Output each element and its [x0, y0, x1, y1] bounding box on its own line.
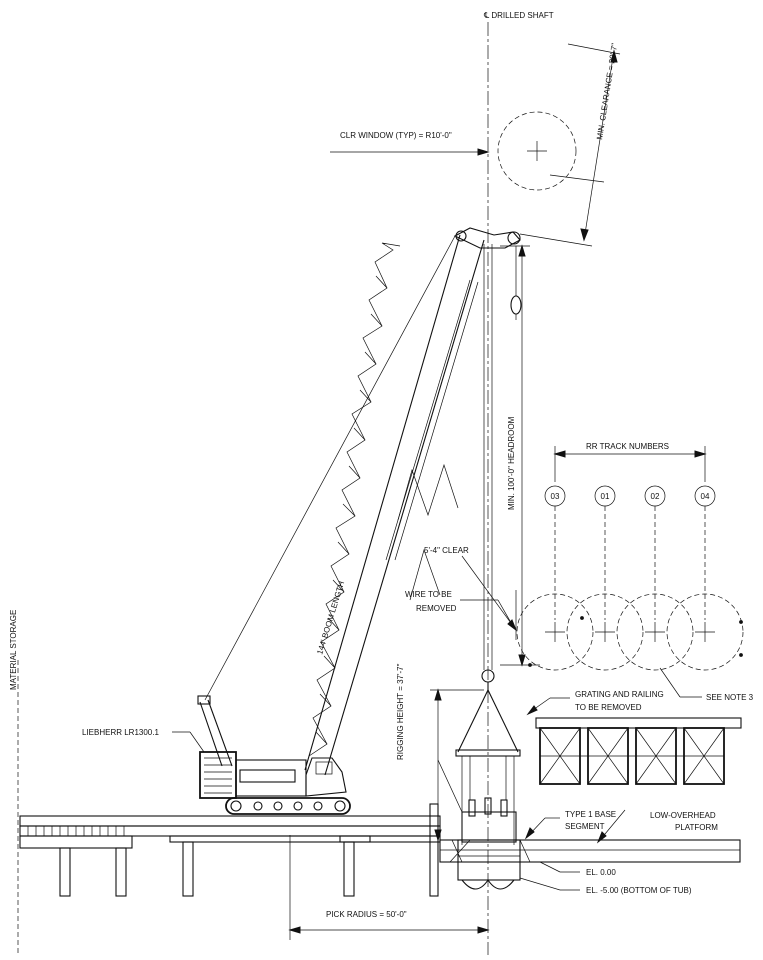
drilled-shaft-label: ℄ DRILLED SHAFT [483, 11, 554, 20]
rr-track-02-number: 02 [651, 492, 660, 501]
hook-block [481, 669, 495, 690]
rr-track-03-number: 03 [551, 492, 560, 501]
low-overhead-platform [439, 809, 741, 863]
wire-label-line2: REMOVED [416, 604, 457, 613]
boom-pendant-line [204, 235, 456, 701]
crane-model-label: LIEBHERR LR1300.1 [82, 728, 159, 737]
crane-model-leader [172, 731, 205, 753]
base-segment-label-line1: TYPE 1 BASE [565, 810, 616, 819]
clear-5-4-dimension [461, 555, 518, 640]
headroom-label: MIN. 100'-0" HEADROOM [507, 416, 516, 510]
see-note-leader [659, 667, 702, 698]
base-segment-label-line2: SEGMENT [565, 822, 605, 831]
see-note-label: SEE NOTE 3 [706, 693, 754, 702]
elevation-leaders [519, 861, 580, 891]
crane-boom [304, 234, 485, 776]
trestle-piles [59, 803, 439, 897]
pick-radius-dimension [288, 835, 490, 940]
clearance-window-top [497, 111, 577, 191]
rr-track-01-number: 01 [601, 492, 610, 501]
crane-rear-mast [197, 695, 233, 767]
el-bottom-label: EL. -5.00 (BOTTOM OF TUB) [586, 886, 692, 895]
crane-body [199, 751, 347, 799]
rr-track-01 [566, 485, 644, 671]
clr-window-label: CLR WINDOW (TYP) = R10'-0" [340, 131, 452, 140]
rr-track-04-number: 04 [701, 492, 710, 501]
platform-label-line2: PLATFORM [675, 823, 718, 832]
base-segment-leader [524, 817, 560, 840]
trestle-deck [19, 815, 441, 849]
rigging-slings [455, 689, 521, 845]
grating-label-line1: GRATING AND RAILING [575, 690, 664, 699]
pick-radius-label: PICK RADIUS = 50'-0" [326, 910, 407, 919]
rigging-height-label: RIGGING HEIGHT = 37'-7" [396, 663, 405, 760]
rr-track-dimension [553, 446, 707, 482]
platform-label-line1: LOW-OVERHEAD [650, 811, 716, 820]
crane-crawler [225, 797, 351, 815]
rr-track-03 [516, 485, 594, 671]
rr-track-04 [666, 485, 744, 671]
clr-window-leader [330, 148, 490, 156]
rr-track-02 [616, 485, 694, 671]
el-top-label: EL. 0.00 [586, 868, 616, 877]
min-clearance-dimension [519, 43, 621, 247]
boom-head [453, 227, 521, 249]
wire-leader [460, 599, 515, 629]
material-storage-label: MATERIAL STORAGE [9, 610, 18, 690]
grating-leader [526, 697, 570, 716]
grating-label-line2: TO BE REMOVED [575, 703, 642, 712]
min-clearance-label: MIN. CLEARANCE = 20'-7" [595, 42, 619, 140]
wire-label-line1: WIRE TO BE [405, 590, 452, 599]
tub-base-segment [457, 811, 521, 890]
overhead-wire-dots [528, 616, 743, 667]
headroom-dimension [500, 244, 540, 667]
hoist-lines [483, 244, 522, 670]
shoring-towers [535, 717, 742, 785]
rr-track-numbers-label: RR TRACK NUMBERS [586, 442, 669, 451]
clear-5-4-label: 5'-4" CLEAR [424, 546, 469, 555]
